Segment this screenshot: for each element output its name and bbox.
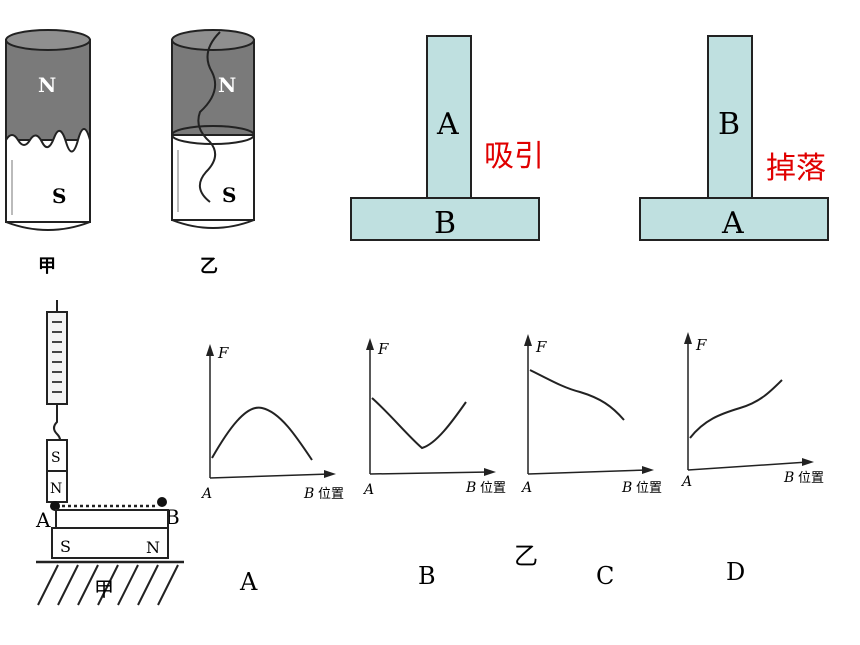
t-diagram-right: B A 掉落	[639, 35, 829, 241]
graph-a-x-unit: 位置	[318, 487, 344, 502]
graph-d: F A B 位置 D	[680, 332, 824, 586]
t-right-result-text: 掉落	[766, 151, 826, 186]
graph-c: F A B 位置 乙 C	[514, 334, 662, 590]
graph-d-y-label: F	[695, 336, 707, 354]
graph-b-y-label: F	[377, 340, 389, 358]
bar-magnet-right-pole: N	[146, 538, 160, 557]
graphs-figure-caption: 乙	[514, 542, 538, 570]
magnet-yi-north-label: N	[218, 73, 236, 97]
bar-magnet	[51, 527, 169, 559]
hanging-magnet-top-pole: S	[51, 450, 61, 466]
graph-b-x-unit: 位置	[480, 481, 506, 496]
option-b-label: B	[418, 562, 436, 590]
graph-b-curve	[371, 397, 467, 450]
option-c-label: C	[596, 562, 614, 590]
t-left-result-text: 吸引	[484, 139, 544, 174]
option-a-label: A	[239, 568, 258, 596]
t-left-vertical-label: A	[436, 107, 459, 142]
graph-a: F A B 位置 A	[200, 344, 344, 596]
point-a-label: A	[35, 508, 51, 532]
hanging-magnet-bottom-pole: N	[50, 481, 62, 497]
setup-caption: 甲	[94, 577, 114, 601]
graph-d-curve	[689, 379, 783, 439]
graph-c-x-unit: 位置	[636, 481, 662, 496]
graph-d-x-start: A	[680, 474, 692, 490]
graph-d-x-unit: 位置	[798, 471, 824, 486]
graph-a-y-label: F	[217, 344, 229, 362]
spring-scale-setup: S N A B S N 甲	[35, 300, 184, 606]
magnet-yi-south-label: S	[222, 183, 236, 207]
bar-a-horizontal	[639, 197, 829, 241]
graph-c-x-end: B	[621, 480, 632, 496]
magnet-jia-south-label: S	[52, 184, 66, 208]
option-d-label: D	[726, 558, 745, 586]
graph-d-x-end: B	[783, 470, 794, 486]
graph-a-x-start: A	[200, 486, 212, 502]
magnet-yi: N S 乙	[171, 29, 255, 277]
t-right-vertical-label: B	[718, 107, 740, 142]
bar-magnet-left-pole: S	[60, 537, 71, 556]
graph-b-x-end: B	[465, 480, 476, 496]
graph-a-curve	[211, 406, 313, 461]
spring-scale	[46, 311, 68, 405]
bar-b-vertical	[707, 35, 753, 199]
magnet-yi-caption: 乙	[200, 256, 218, 277]
magnet-jia-north-label: N	[38, 73, 56, 97]
t-diagram-left: A B 吸引	[350, 35, 544, 241]
bar-a-vertical	[426, 35, 472, 199]
point-b-dot	[157, 497, 167, 507]
bar-b-horizontal	[350, 197, 540, 241]
point-a-dot	[50, 501, 60, 511]
t-right-horizontal-label: A	[721, 206, 744, 241]
graph-b: F A B 位置 B	[362, 338, 506, 590]
graph-c-curve	[529, 369, 625, 421]
magnet-jia: N S 甲	[5, 29, 91, 277]
magnet-jia-caption: 甲	[38, 256, 56, 277]
graph-c-y-label: F	[535, 338, 547, 356]
graph-b-x-start: A	[362, 482, 374, 498]
t-left-horizontal-label: B	[434, 206, 456, 241]
graph-c-x-start: A	[520, 480, 532, 496]
graph-a-x-end: B	[303, 486, 314, 502]
